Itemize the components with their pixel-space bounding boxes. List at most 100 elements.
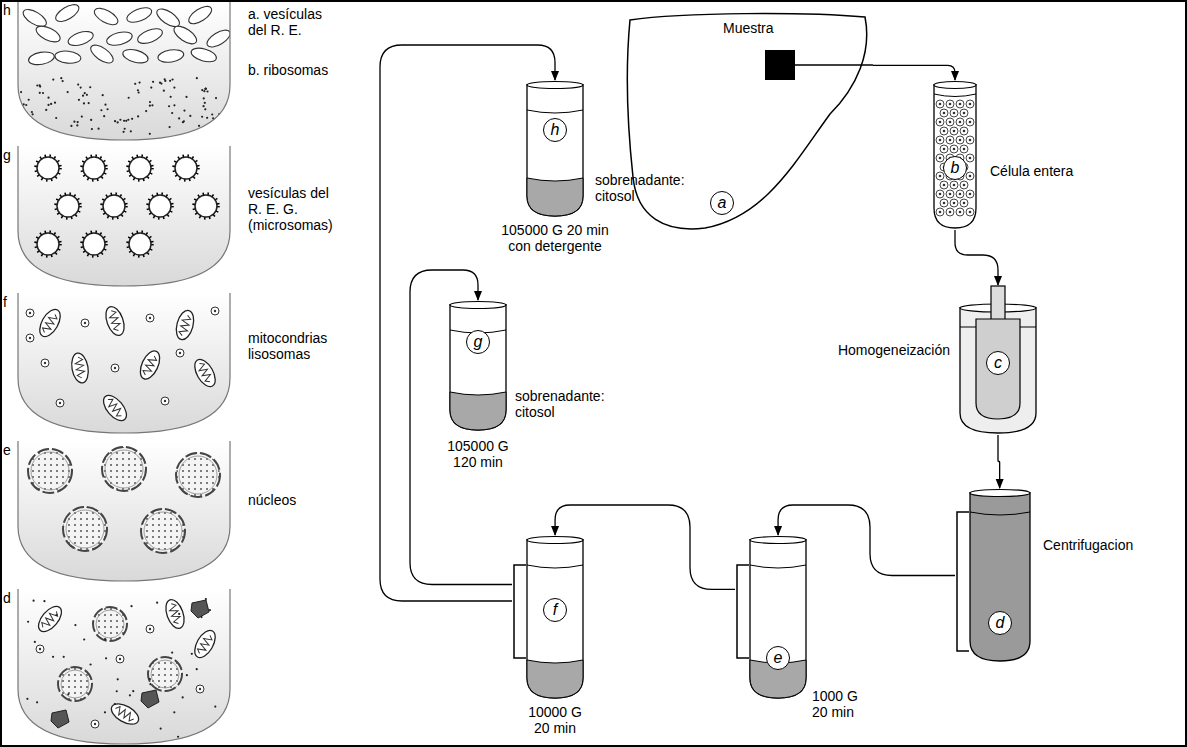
ribosome (84, 92, 86, 94)
membrane-fragment (141, 690, 159, 708)
ribosome (104, 711, 106, 713)
lysosome-core (29, 312, 31, 314)
whole-cell (950, 181, 958, 189)
ribosome (156, 602, 158, 604)
label: Centrifugacion (1043, 537, 1173, 553)
callout-letter: g (466, 330, 490, 354)
er-vesicle (136, 26, 165, 47)
er-vesicle (121, 47, 149, 65)
ribosome (186, 674, 188, 676)
cell-nucleus (943, 148, 946, 151)
liquid-level (970, 512, 1030, 515)
label-text: Célula entera (990, 163, 1110, 179)
pestle (976, 319, 1020, 419)
tube-bottom-fill (18, 2, 230, 140)
microsome-ribosomes (194, 194, 219, 219)
test-tube-node: e (735, 535, 808, 700)
liver-sample: Muestraa (625, 12, 873, 234)
test-tube-node: d (955, 488, 1032, 663)
ribosome (164, 78, 166, 80)
microsome (129, 233, 151, 255)
cell-nucleus (939, 211, 942, 214)
microsome (57, 195, 79, 217)
label: 10000 G 20 min (519, 704, 591, 736)
nucleus (93, 607, 127, 641)
pellet (450, 392, 506, 430)
ribosome (89, 86, 91, 88)
mitochondrion-cristae (178, 314, 191, 336)
ribosome (125, 120, 127, 122)
microsome (149, 195, 171, 217)
ribosome (150, 86, 152, 88)
ribosome (168, 126, 170, 128)
ribosome (62, 80, 64, 82)
ribosome (42, 92, 44, 94)
ribosome (178, 117, 180, 119)
lysosome-core (94, 723, 96, 725)
cell-nucleus (959, 139, 962, 142)
nucleus-membrane (151, 660, 179, 688)
mitochondrion-cristae (41, 312, 58, 334)
ribosome (32, 113, 34, 115)
ribosome (67, 91, 69, 93)
test-tube (750, 539, 806, 698)
ribosome (25, 134, 27, 136)
ribosome (214, 705, 216, 707)
ribosome (80, 86, 82, 88)
ribosome (20, 91, 22, 93)
microsome (83, 157, 105, 179)
ribosome (149, 105, 151, 107)
ribosome (50, 103, 52, 105)
label-text: mitocondrias lisosomas (248, 330, 348, 362)
node-drawing (525, 80, 585, 218)
ribosome (124, 128, 126, 130)
test-tube-node: g (448, 300, 508, 432)
lysosome (91, 720, 99, 728)
microsome (129, 157, 151, 179)
ribosome (173, 86, 175, 88)
test-tube (970, 492, 1030, 661)
ribosome (52, 656, 54, 658)
test-tube (527, 539, 583, 698)
liquid-level (934, 94, 976, 97)
liver-outline (627, 14, 867, 229)
ribosome (202, 105, 204, 107)
nucleus (63, 507, 107, 551)
mitochondrion (36, 306, 65, 340)
label: h (3, 2, 19, 18)
whole-cell (950, 145, 958, 153)
ribosome (191, 653, 193, 655)
ribosome (105, 657, 107, 659)
cell-nucleus (949, 121, 952, 124)
whole-cell (960, 109, 968, 117)
ribosome (83, 102, 85, 104)
cell-nucleus (959, 103, 962, 106)
ribosome (32, 600, 34, 602)
microsome-ribosomes (102, 194, 127, 219)
callout-letter-text: d (989, 612, 1011, 633)
ribosome (116, 690, 118, 692)
node-drawing (735, 535, 808, 700)
pellet (527, 178, 583, 216)
membrane-fragment (51, 710, 69, 728)
ribosome (70, 125, 72, 127)
label-text: b. ribosomas (248, 62, 358, 78)
label: d (3, 590, 19, 606)
nucleus (102, 447, 146, 491)
ribosome (205, 88, 207, 90)
ribosome (182, 121, 184, 123)
er-vesicle (204, 27, 232, 51)
ribosome (205, 598, 207, 600)
mitochondrion-outline (70, 352, 91, 384)
whole-cell (956, 190, 964, 198)
whole-cell (960, 181, 968, 189)
whole-cell (936, 154, 944, 162)
tube-contents (26, 597, 219, 739)
fraction-letter: d (3, 590, 19, 606)
callout-letter-text: c (987, 352, 1009, 373)
ribosome (160, 728, 162, 730)
ribosome (122, 131, 124, 133)
ribosome (168, 105, 170, 107)
tube-bottom-fill (18, 146, 230, 286)
tube-rim (527, 82, 583, 89)
